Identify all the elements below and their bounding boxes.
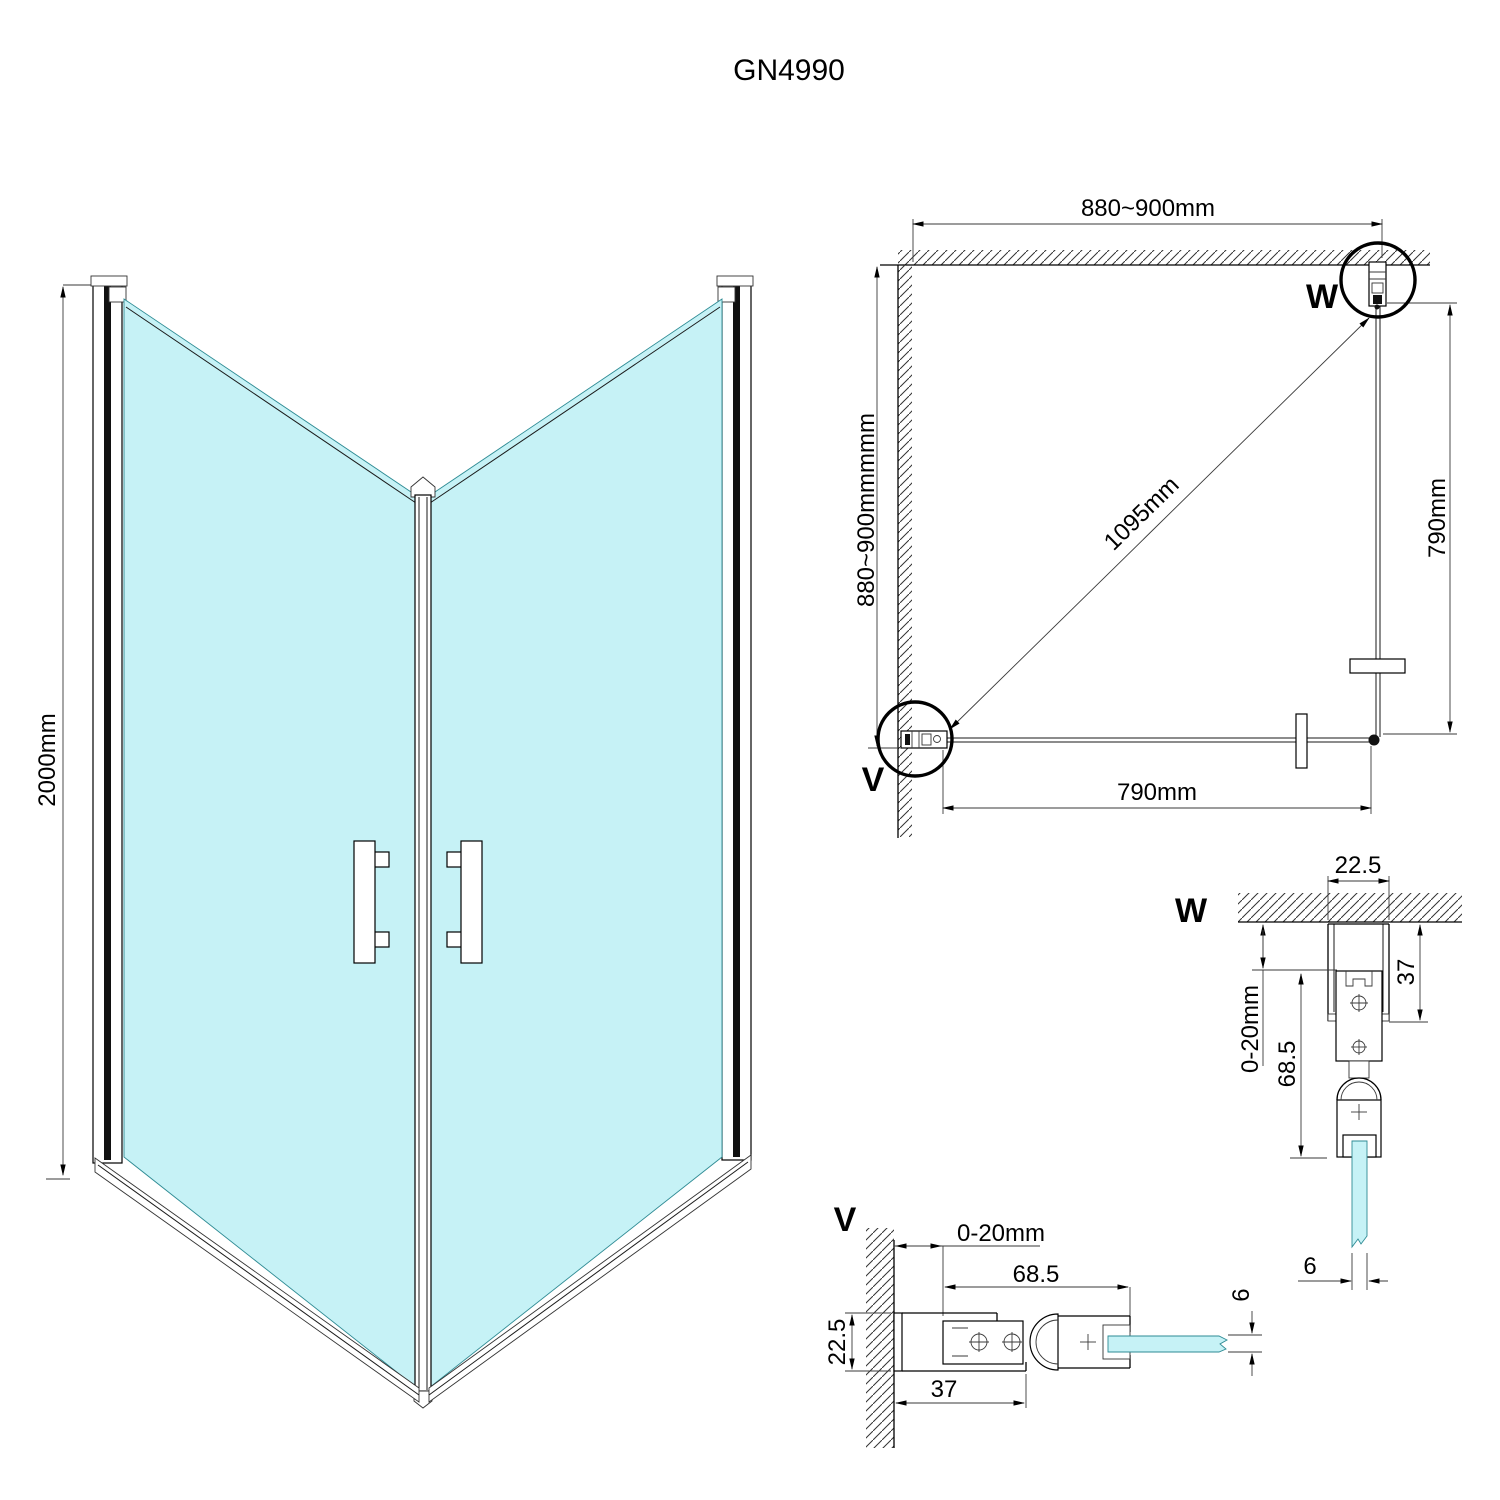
plan-top-width-label: 880~900mm	[1081, 195, 1215, 222]
v-dim-width: 22.5	[824, 1312, 891, 1372]
right-hinge-bracket-icon	[717, 286, 736, 303]
section-w-wall-hatch	[1238, 893, 1462, 922]
section-w-label: W	[1175, 892, 1208, 930]
page-title: GN4990	[733, 54, 845, 87]
w-door-profile	[1335, 970, 1383, 1079]
plan-top-dimension: 880~900mm	[912, 195, 1383, 262]
door-handles	[353, 840, 483, 964]
iso-height-dimension: 2000mm	[34, 284, 100, 1180]
plan-detail-w: W	[1306, 241, 1417, 319]
w-hinge-body	[1336, 1077, 1382, 1249]
isometric-view: 2000mm	[34, 275, 754, 1409]
left-wall-hatch	[898, 265, 912, 837]
v-door-profile	[942, 1320, 1024, 1365]
w-dim-glass: 6	[1298, 1253, 1388, 1290]
center-mullion	[410, 476, 436, 1409]
plan-corner-hinge	[1368, 734, 1380, 746]
plan-v-profile	[900, 730, 948, 749]
w-wall-channel	[1327, 923, 1390, 1022]
right-wall-profile	[716, 275, 754, 1161]
plan-w-profile	[1368, 261, 1387, 310]
v-profile-assembly	[893, 1312, 1228, 1372]
v-adjust-label: 0-20mm	[957, 1220, 1045, 1247]
w-dim-total: 68.5	[1274, 973, 1327, 1159]
w-dim-depth: 37	[1389, 924, 1428, 1023]
glass-doors	[123, 298, 723, 1389]
v-width-label: 22.5	[824, 1319, 851, 1366]
v-depth-label: 37	[931, 1376, 958, 1403]
plan-view: 880~900mm 880~900mmmmm 1095mm 7	[853, 195, 1457, 838]
plan-bottom-door-handle	[1295, 713, 1308, 769]
w-width-label: 22.5	[1335, 852, 1382, 879]
bottom-rails	[94, 1154, 752, 1403]
plan-detail-v: V	[862, 700, 954, 799]
plan-walls	[880, 250, 1430, 838]
plan-diagonal-label: 1095mm	[1099, 471, 1185, 556]
v-dim-adjust: 0-20mm	[894, 1220, 1045, 1316]
plan-right-door-handle	[1349, 658, 1406, 674]
plan-left-dimension: 880~900mmmmm	[853, 266, 898, 749]
v-glass-label: 6	[1228, 1288, 1255, 1301]
v-hinge-dome	[1029, 1313, 1059, 1371]
w-adjust-label: 0-20mm	[1237, 985, 1264, 1073]
v-dim-glass: 6	[1228, 1288, 1262, 1376]
v-dim-total: 68.5	[944, 1261, 1131, 1317]
w-dim-width: 22.5	[1327, 852, 1390, 920]
left-door-handle	[353, 840, 376, 964]
detail-circle-w	[1339, 241, 1417, 319]
plan-left-height-label: 880~900mmmmm	[853, 413, 880, 607]
top-wall-hatch	[898, 250, 1430, 265]
detail-w-label: W	[1306, 278, 1339, 316]
plan-bottom-width-label: 790mm	[1117, 779, 1197, 806]
plan-diagonal-dimension: 1095mm	[949, 317, 1370, 730]
detail-v-label: V	[862, 761, 885, 799]
section-v-label: V	[834, 1201, 857, 1239]
plan-bottom-dimension: 790mm	[942, 746, 1372, 814]
section-v-wall-hatch	[866, 1228, 894, 1448]
detail-circle-v	[876, 700, 954, 778]
plan-right-dimension: 790mm	[1383, 302, 1457, 735]
w-total-label: 68.5	[1274, 1041, 1301, 1088]
plan-door-lines	[947, 306, 1406, 769]
iso-height-label: 2000mm	[34, 713, 61, 806]
v-glass	[1107, 1335, 1228, 1353]
w-depth-label: 37	[1393, 959, 1420, 986]
plan-right-height-label: 790mm	[1424, 478, 1451, 558]
v-total-label: 68.5	[1013, 1261, 1060, 1288]
w-dim-adjust: 0-20mm	[1237, 924, 1337, 1073]
w-glass	[1351, 1140, 1368, 1249]
left-wall-profile	[90, 275, 128, 1164]
right-door-handle	[460, 840, 483, 964]
w-glass-label: 6	[1303, 1253, 1316, 1280]
section-v: V 0-20mm 68.5	[824, 1201, 1262, 1448]
v-dim-depth: 37	[895, 1374, 1027, 1408]
section-w: W 22.5	[1175, 852, 1462, 1290]
left-hinge-bracket-icon	[108, 286, 127, 303]
